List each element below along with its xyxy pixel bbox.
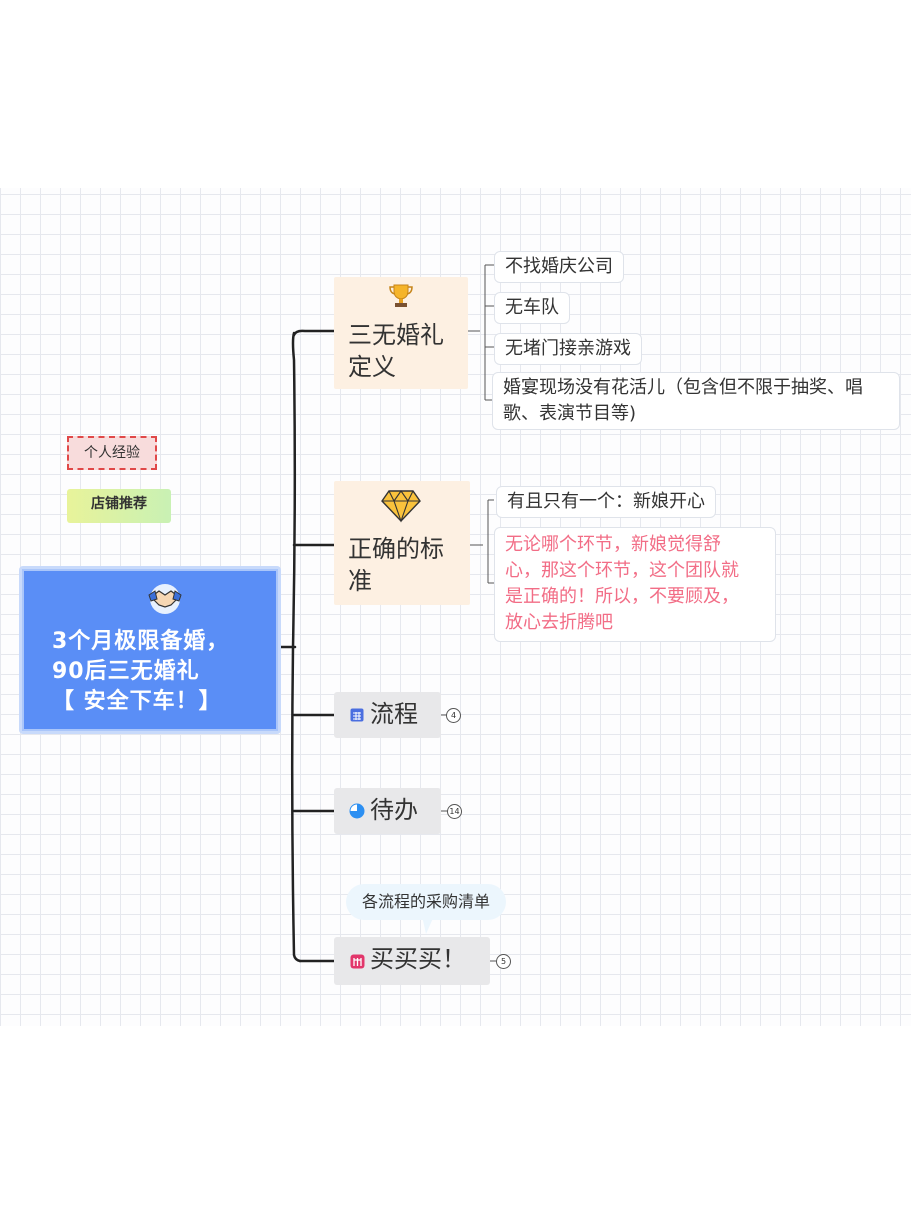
root-line-1: 3个月极限备婚， (52, 629, 230, 654)
topic-process-label: 流程 (370, 700, 418, 728)
note-line-3: 是正确的！所以，不要顾及， (505, 586, 739, 607)
note-bride-comfort[interactable]: 无论哪个环节，新娘觉得舒 心，那这个环节，这个团队就 是正确的！所以，不要顾及，… (494, 527, 776, 642)
pie-icon (349, 803, 365, 819)
callout-pointer (422, 916, 434, 934)
topic-buy[interactable]: 买买买！ (334, 937, 490, 985)
handshake-icon (148, 584, 182, 614)
topic-process[interactable]: 流程 (334, 692, 441, 738)
gift-icon (350, 954, 365, 969)
leaf-no-wedding-company[interactable]: 不找婚庆公司 (494, 251, 624, 283)
topic-buy-label: 买买买！ (370, 945, 466, 973)
topic-definition[interactable]: 三无婚礼 定义 (334, 277, 468, 389)
note-line-2: 心，那这个环节，这个团队就 (505, 560, 739, 581)
leaf-only-bride-happy[interactable]: 有且只有一个：新娘开心 (496, 486, 716, 518)
note-line-4: 放心去折腾吧 (505, 612, 613, 633)
trophy-icon (389, 284, 413, 307)
leaf-no-door-games[interactable]: 无堵门接亲游戏 (494, 333, 642, 365)
topic-todo-label: 待办 (370, 796, 418, 824)
diamond-icon (381, 490, 421, 523)
calendar-icon (350, 708, 364, 722)
topic-standard[interactable]: 正确的标 准 (334, 481, 470, 605)
topic-standard-line-2: 准 (348, 567, 372, 595)
topic-definition-line-2: 定义 (348, 353, 396, 381)
tag-shop-recommendation[interactable]: 店铺推荐 (67, 489, 171, 523)
root-line-2: 90后三无婚礼 (52, 659, 200, 684)
leaf-no-banquet-tricks-line-2: 歌、表演节目等) (503, 403, 637, 424)
root-line-3: 【 安全下车！】 (52, 689, 222, 714)
topic-todo[interactable]: 待办 (334, 788, 441, 834)
root-topic[interactable]: 3个月极限备婚， 90后三无婚礼 【 安全下车！】 (19, 566, 281, 734)
buy-count-badge[interactable]: 5 (496, 954, 511, 969)
leaf-no-motorcade[interactable]: 无车队 (494, 292, 570, 324)
callout-purchase-list[interactable]: 各流程的采购清单 (346, 884, 507, 920)
leaf-no-banquet-tricks[interactable]: 婚宴现场没有花活儿（包含但不限于抽奖、唱 歌、表演节目等) (492, 372, 900, 430)
leaf-no-banquet-tricks-line-1: 婚宴现场没有花活儿（包含但不限于抽奖、唱 (503, 377, 863, 398)
process-count-badge[interactable]: 4 (446, 708, 461, 723)
topic-standard-line-1: 正确的标 (348, 535, 444, 563)
note-line-1: 无论哪个环节，新娘觉得舒 (505, 534, 721, 555)
topic-definition-line-1: 三无婚礼 (348, 321, 444, 349)
todo-count-badge[interactable]: 14 (447, 804, 462, 819)
tag-personal-experience[interactable]: 个人经验 (67, 436, 157, 470)
